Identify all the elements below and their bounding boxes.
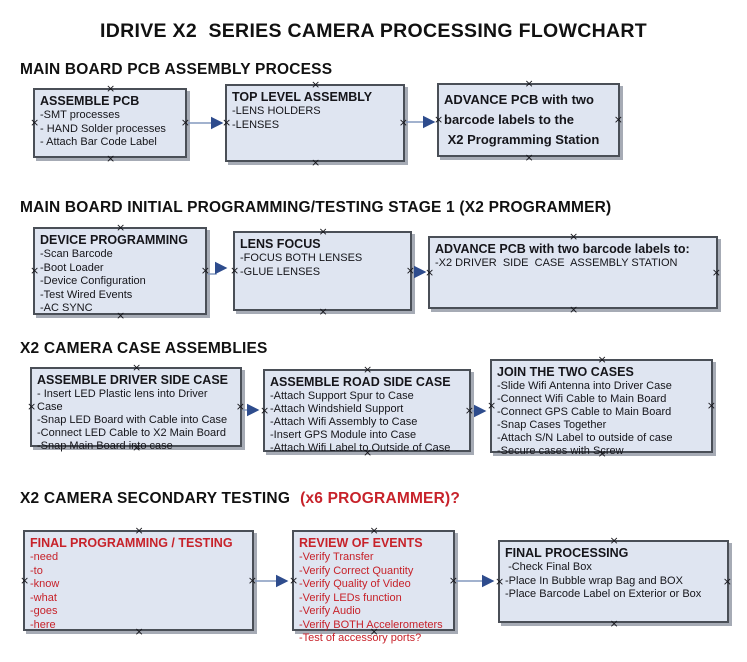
flow-box-final-processing: × × × × FINAL PROCESSING -Check Final Bo… [495, 535, 732, 629]
connector-handle-icon: × [200, 264, 210, 277]
flow-box-top-level-assembly: × × × × TOP LEVEL ASSEMBLY -LENS HOLDERS… [222, 79, 408, 168]
connector-handle-icon: × [464, 403, 474, 417]
connector-handle-icon: × [434, 113, 444, 126]
flow-arrow [208, 261, 228, 275]
box-lines: - Insert LED Plastic lens into Driver Ca… [37, 388, 228, 452]
connector-handle-icon: × [448, 573, 458, 587]
box-lines: -Scan Barcode -Boot Loader -Device Confi… [40, 248, 146, 314]
box-lines: -Check Final Box -Place In Bubble wrap B… [505, 561, 702, 600]
flow-box-advance-to-programming-station: × × × × ADVANCE PCB with two barcode lab… [434, 78, 623, 163]
section-heading-black-part: X2 CAMERA SECONDARY TESTING [20, 490, 291, 507]
connector-handle-icon: × [398, 116, 408, 129]
flow-box-lens-focus: × × × × LENS FOCUS -FOCUS BOTH LENSES -G… [230, 226, 415, 317]
section-heading-red-part: (x6 PROGRAMMER)? [300, 490, 461, 507]
flow-box-device-programming: × × × × DEVICE PROGRAMMING -Scan Barcode… [30, 222, 210, 321]
connector-handle-icon: × [706, 399, 716, 412]
box-title: LENS FOCUS [240, 237, 321, 251]
connector-handle-icon: × [230, 264, 240, 277]
connector-handle-icon: × [222, 116, 232, 129]
box-lines: -Verify Transfer -Verify Correct Quantit… [299, 551, 443, 644]
flowchart-title: IDRIVE X2 SERIES CAMERA PROCESSING FLOWC… [100, 20, 647, 42]
box-title: ADVANCE PCB with two barcode labels to t… [444, 92, 600, 147]
box-lines: -LENS HOLDERS -LENSES [232, 105, 321, 131]
connector-handle-icon: × [711, 265, 721, 279]
box-lines: -SMT processes - HAND Solder processes -… [40, 109, 166, 148]
connector-handle-icon: × [609, 617, 619, 630]
connector-handle-icon: × [30, 264, 40, 277]
flow-box-advance-to-driver-case-station: × × × × ADVANCE PCB with two barcode lab… [425, 231, 721, 315]
connector-handle-icon: × [260, 403, 270, 417]
box-title: JOIN THE TWO CASES [497, 365, 634, 379]
connector-handle-icon: × [235, 400, 245, 413]
flow-box-assemble-driver-side-case: × × × × ASSEMBLE DRIVER SIDE CASE - Inse… [27, 362, 245, 453]
section-heading-pcb-assembly: MAIN BOARD PCB ASSEMBLY PROCESS [20, 61, 333, 78]
box-title: ASSEMBLE DRIVER SIDE CASE [37, 373, 229, 387]
flow-box-assemble-pcb: × × × × ASSEMBLE PCB -SMT processes - HA… [30, 83, 190, 164]
connector-handle-icon: × [495, 574, 505, 588]
flow-box-review-of-events: × × × × REVIEW OF EVENTS -Verify Transfe… [289, 525, 458, 644]
box-title: REVIEW OF EVENTS [299, 536, 423, 550]
section-heading-case-assemblies: X2 CAMERA CASE ASSEMBLIES [20, 340, 268, 357]
flow-box-assemble-road-side-case: × × × × ASSEMBLE ROAD SIDE CASE -Attach … [260, 364, 474, 458]
connector-handle-icon: × [289, 573, 299, 587]
box-title: ASSEMBLE ROAD SIDE CASE [270, 375, 451, 389]
connector-handle-icon: × [722, 574, 732, 588]
box-title: DEVICE PROGRAMMING [40, 233, 188, 247]
connector-handle-icon: × [27, 400, 37, 413]
connector-handle-icon: × [487, 399, 497, 412]
box-lines: -FOCUS BOTH LENSES -GLUE LENSES [240, 252, 363, 278]
connector-handle-icon: × [180, 116, 190, 129]
box-title: ASSEMBLE PCB [40, 94, 140, 108]
connector-handle-icon: × [247, 573, 257, 587]
flow-box-join-the-two-cases: × × × × JOIN THE TWO CASES -Slide Wifi A… [487, 354, 716, 459]
flow-box-final-programming-testing: × × × × FINAL PROGRAMMING / TESTING -nee… [20, 525, 257, 637]
box-lines: -Attach Support Spur to Case -Attach Win… [270, 390, 451, 454]
connector-handle-icon: × [405, 264, 415, 277]
box-title: TOP LEVEL ASSEMBLY [232, 90, 373, 104]
box-title: FINAL PROCESSING [505, 546, 629, 560]
box-title: FINAL PROGRAMMING / TESTING [30, 536, 233, 550]
connector-handle-icon: × [569, 303, 579, 316]
connector-handle-icon: × [106, 152, 116, 165]
box-lines: -X2 DRIVER SIDE CASE ASSEMBLY STATION [435, 257, 678, 269]
box-title: ADVANCE PCB with two barcode labels to: [435, 242, 690, 256]
connector-handle-icon: × [524, 151, 534, 164]
connector-handle-icon: × [311, 156, 321, 169]
connector-handle-icon: × [425, 265, 435, 279]
box-lines: -need -to -know -what -goes -here [30, 551, 60, 631]
connector-handle-icon: × [30, 116, 40, 129]
section-heading-secondary-testing: X2 CAMERA SECONDARY TESTING (x6 PROGRAMME… [20, 490, 460, 508]
section-heading-initial-programming: MAIN BOARD INITIAL PROGRAMMING/TESTING S… [20, 199, 612, 216]
box-lines: -Slide Wifi Antenna into Driver Case -Co… [497, 380, 673, 457]
connector-handle-icon: × [20, 573, 30, 587]
connector-handle-icon: × [318, 305, 328, 318]
connector-handle-icon: × [613, 113, 623, 126]
